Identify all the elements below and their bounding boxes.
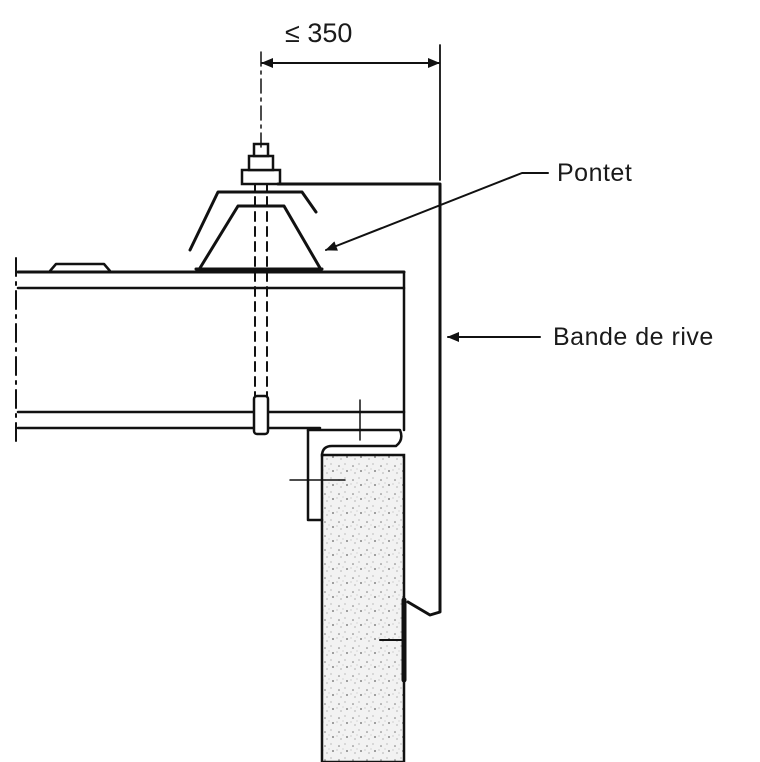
pontet-clamp (188, 190, 324, 271)
dimension-line (261, 44, 441, 181)
concrete-wall (320, 453, 407, 762)
top-cover-plate (48, 262, 112, 273)
angle-bracket (289, 428, 403, 522)
bande-de-rive-label: Bande de rive (553, 323, 714, 351)
pontet-label: Pontet (557, 159, 632, 187)
bolt (240, 142, 282, 436)
pontet-leader (325, 172, 549, 251)
purlin (15, 257, 406, 446)
edge-flashing (276, 182, 442, 617)
dimension-label: ≤ 350 (285, 18, 352, 48)
